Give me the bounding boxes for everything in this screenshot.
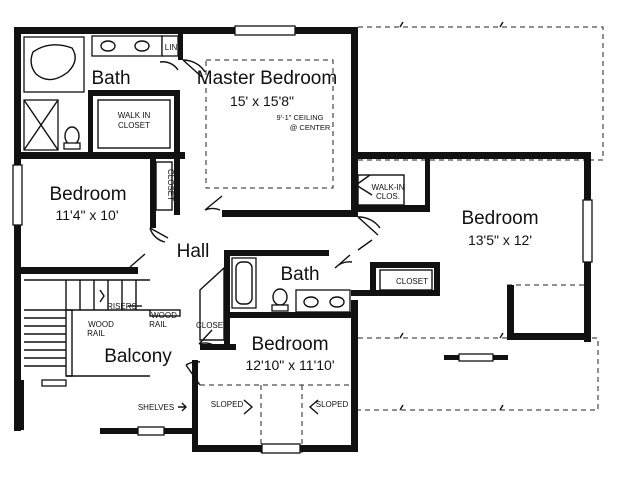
west-bedroom-dims: 11'4" x 10' xyxy=(56,207,119,223)
west-closet-label: CLOSET xyxy=(166,169,175,201)
master-bedroom-dims: 15' x 15'8" xyxy=(230,93,294,109)
south-bedroom-name: Bedroom xyxy=(251,334,328,355)
windows xyxy=(12,25,593,454)
east-bedroom-dims: 13'5" x 12' xyxy=(468,232,532,248)
east-bedroom-name: Bedroom xyxy=(461,208,538,229)
sloped-right-label: SLOPED xyxy=(316,400,349,409)
ceiling-note-line2: @ CENTER xyxy=(290,123,331,132)
wood-rail-right-line1: WOOD xyxy=(151,311,177,320)
doors xyxy=(129,59,381,386)
walk-in-clos-line2: CLOS. xyxy=(376,192,400,201)
lin-label: LIN xyxy=(165,43,178,52)
shelves-label: SHELVES xyxy=(138,403,174,412)
stairs xyxy=(24,279,181,377)
hall-name: Hall xyxy=(177,241,210,262)
hall-closet-label: CLOSET xyxy=(196,321,228,330)
walk-in-clos-line1: WALK-IN xyxy=(371,183,404,192)
west-bedroom-name: Bedroom xyxy=(49,184,126,205)
east-closet-label: CLOSET xyxy=(396,277,428,286)
wood-rail-right-line2: RAIL xyxy=(149,320,167,329)
risers-label: RISERS xyxy=(107,302,137,311)
wood-rail-left-line1: WOOD xyxy=(88,320,114,329)
labels: Master Bedroom 15' x 15'8" 9'-1" CEILING… xyxy=(49,43,539,415)
master-bedroom-name: Master Bedroom xyxy=(197,68,337,89)
sloped-left-label: SLOPED xyxy=(211,400,244,409)
ceiling-note-line1: 9'-1" CEILING xyxy=(276,113,323,122)
wood-rail-left-line2: RAIL xyxy=(87,329,105,338)
fixtures xyxy=(23,35,433,341)
hall-bath-name: Bath xyxy=(280,264,319,285)
walk-in-closet-line1: WALK IN xyxy=(118,111,151,120)
walk-in-closet-line2: CLOSET xyxy=(118,121,150,130)
south-bedroom-dims: 12'10" x 11'10' xyxy=(245,357,334,373)
master-bath-name: Bath xyxy=(91,68,130,89)
balcony-name: Balcony xyxy=(104,346,172,367)
